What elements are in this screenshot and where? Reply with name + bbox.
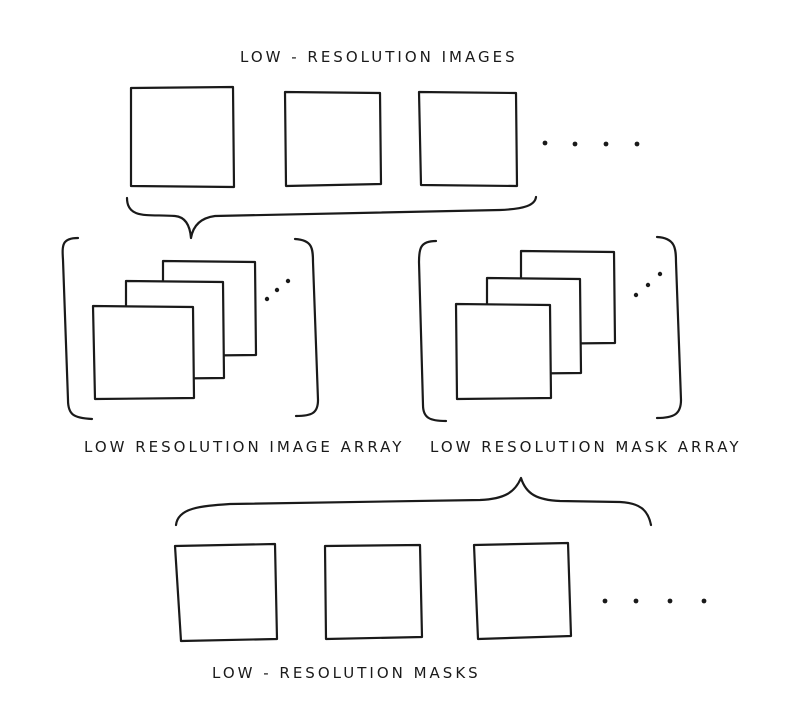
top-image-square-2 (283, 90, 383, 188)
image-array-label: LOW RESOLUTION IMAGE ARRAY (84, 438, 404, 456)
bottom-label: LOW - RESOLUTION MASKS (212, 664, 481, 682)
mask-array-label: LOW RESOLUTION MASK ARRAY (430, 438, 742, 456)
image-array-right-bracket (293, 237, 320, 418)
image-array-group (61, 236, 320, 421)
bottom-mask-square-1 (173, 542, 279, 643)
mask-array-right-bracket (655, 235, 683, 420)
bottom-mask-row (173, 541, 707, 643)
bottom-brace (174, 476, 653, 527)
mask-array-group (417, 235, 683, 423)
mask-array-left-bracket (417, 239, 448, 423)
bottom-mask-square-3 (472, 541, 573, 641)
top-image-row (129, 85, 640, 189)
image-array-frame-1 (91, 304, 196, 401)
top-ellipsis (542, 140, 640, 147)
mask-array-frame-1 (454, 302, 553, 401)
top-brace (125, 195, 538, 240)
bottom-mask-square-2 (323, 543, 424, 641)
top-image-square-3 (417, 90, 519, 188)
bottom-ellipsis (602, 598, 707, 604)
image-array-left-bracket (61, 236, 94, 421)
mask-array-ellipsis (633, 271, 663, 298)
image-array-ellipsis (264, 278, 291, 302)
top-label: LOW - RESOLUTION IMAGES (240, 48, 518, 66)
top-image-square-1 (129, 85, 236, 189)
